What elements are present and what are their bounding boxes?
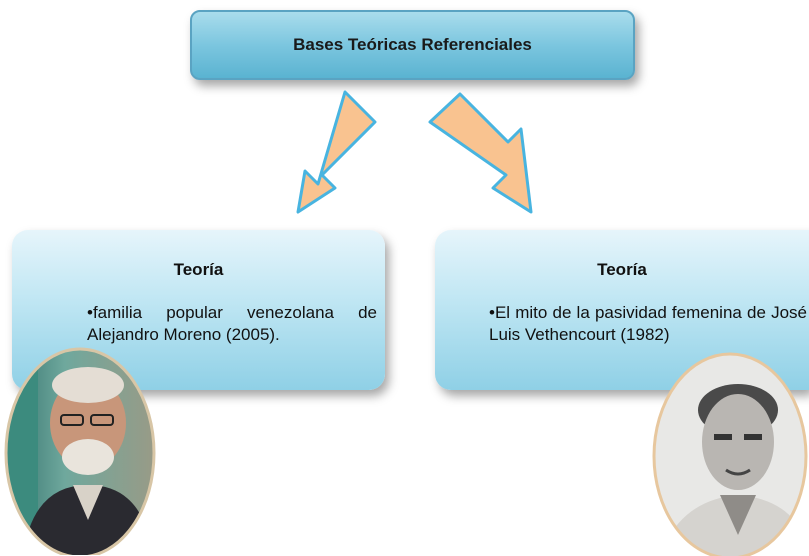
alejandro-moreno-portrait <box>4 347 156 555</box>
left-theory-heading: Teoría <box>173 260 224 279</box>
right-theory-text: •El mito de la pasividad femenina de Jos… <box>489 302 807 346</box>
left-theory-description: familia popular venezolana de Alejandro … <box>87 303 377 344</box>
right-theory-description: El mito de la pasividad femenina de José… <box>489 303 807 344</box>
right-theory-box: Teoría •El mito de la pasividad femenina… <box>435 230 809 390</box>
title-box: Bases Teóricas Referenciales <box>190 10 635 80</box>
right-bullet: • <box>489 303 495 322</box>
left-theory-text: •familia popular venezolana de Alejandro… <box>87 302 377 346</box>
jose-luis-vethencourt-portrait <box>652 352 808 556</box>
right-arrow <box>428 92 533 214</box>
left-arrow <box>296 90 377 214</box>
diagram-title: Bases Teóricas Referenciales <box>293 35 532 54</box>
left-bullet: • <box>87 303 93 322</box>
right-theory-heading: Teoría <box>597 260 647 279</box>
left-theory-box: Teoría •familia popular venezolana de Al… <box>12 230 385 390</box>
